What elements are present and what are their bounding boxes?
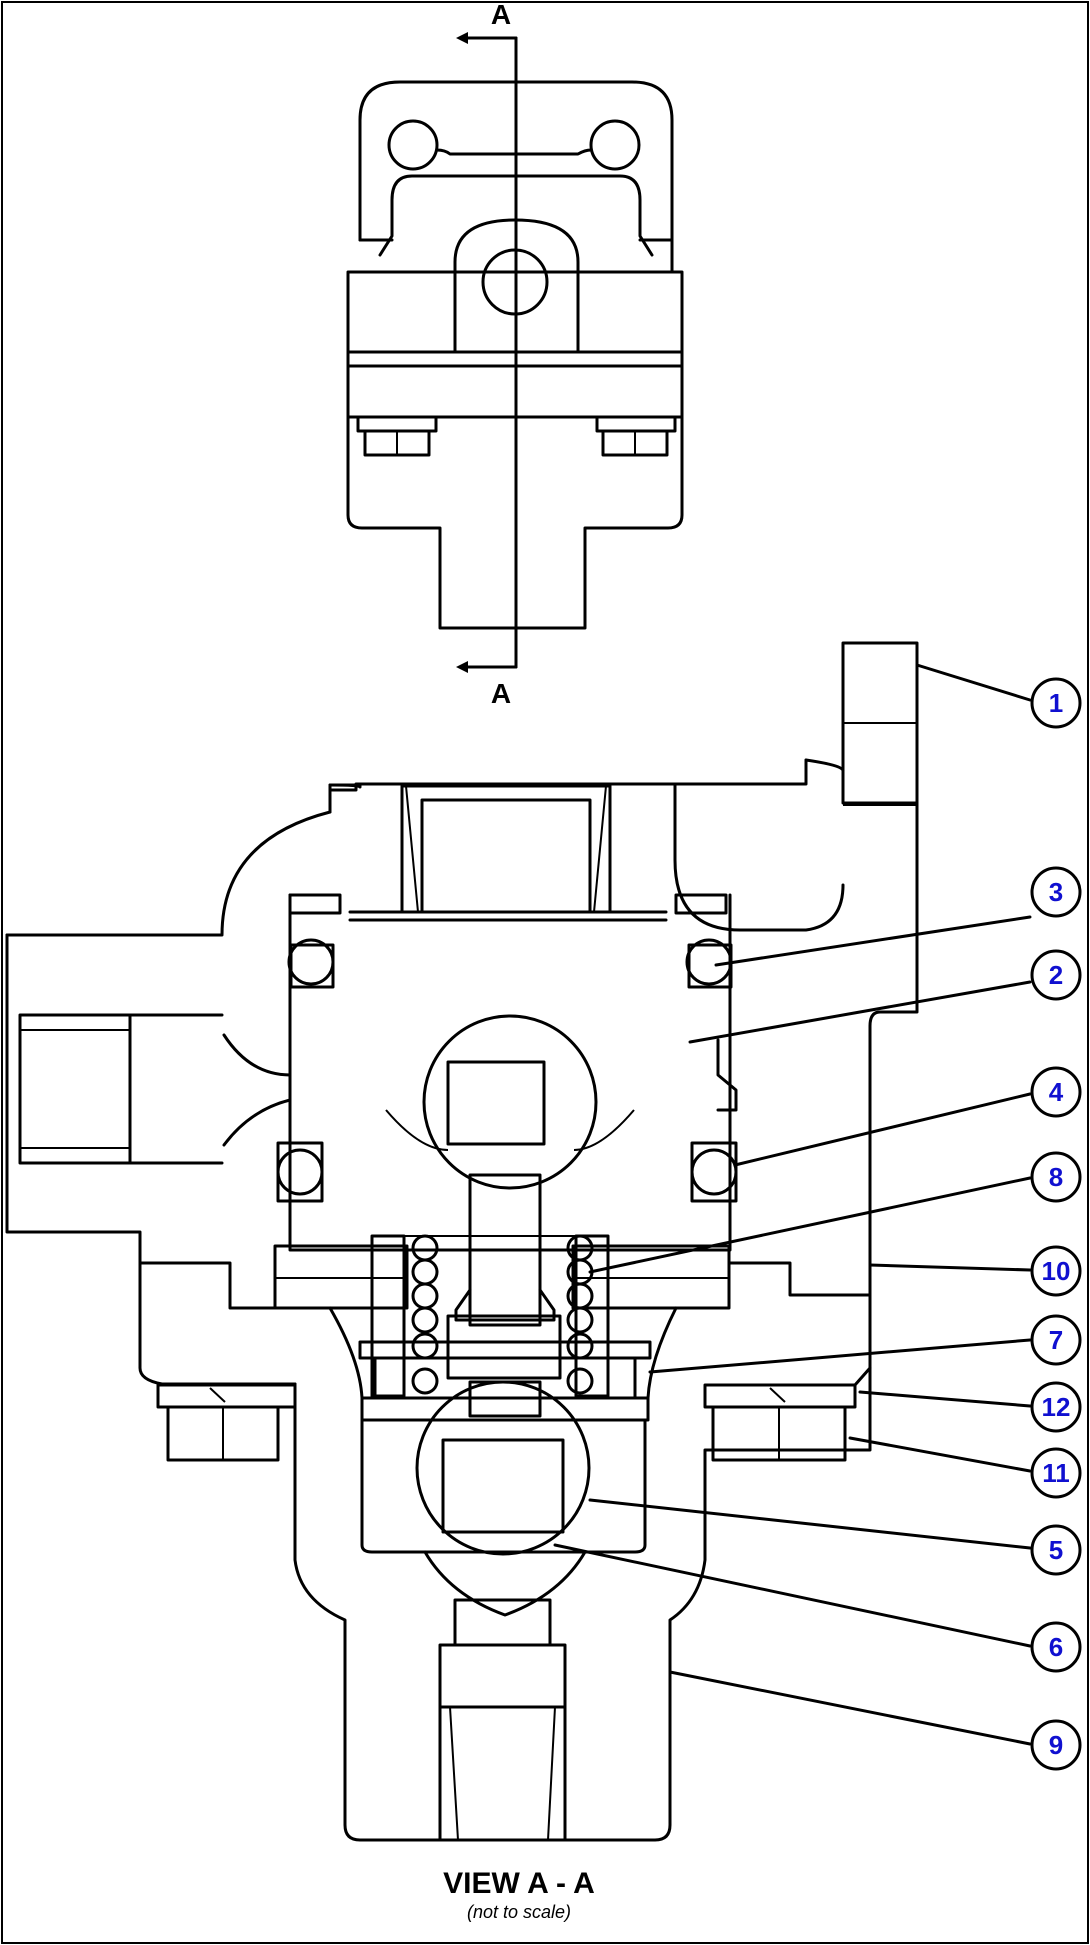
left-port [18,1013,132,1165]
view-caption: VIEW A - A [443,1867,595,1900]
section-view [5,641,919,1842]
callout-6: 6 [1030,1621,1082,1673]
callout-9-label: 9 [1049,1730,1063,1760]
section-letter-top: A [491,0,511,30]
callout-2: 2 [1030,949,1082,1001]
callouts: 1 3 2 4 8 10 7 12 [553,663,1082,1771]
callout-12-label: 12 [1042,1392,1071,1422]
callout-3: 3 [1030,866,1082,918]
section-letter-bottom: A [491,678,511,709]
callout-5: 5 [1030,1524,1082,1576]
callout-2-label: 2 [1049,960,1063,990]
callout-8-label: 8 [1049,1162,1063,1192]
callout-4: 4 [1030,1066,1082,1118]
callout-1-label: 1 [1049,688,1063,718]
callout-10-label: 10 [1042,1256,1071,1286]
view-caption-note: (not to scale) [467,1902,571,1922]
callout-10: 10 [1030,1245,1082,1297]
callout-11-label: 11 [1042,1458,1070,1488]
callout-3-label: 3 [1049,877,1063,907]
callout-6-label: 6 [1049,1632,1063,1662]
callout-1: 1 [1030,677,1082,729]
callout-12: 12 [1030,1381,1082,1433]
callout-5-label: 5 [1049,1535,1063,1565]
callout-7-label: 7 [1049,1325,1063,1355]
callout-8: 8 [1030,1151,1082,1203]
callout-4-label: 4 [1049,1077,1064,1107]
top-view: A A [346,0,684,709]
callout-11: 11 [1030,1447,1082,1499]
callout-9: 9 [1030,1719,1082,1771]
callout-7: 7 [1030,1314,1082,1366]
